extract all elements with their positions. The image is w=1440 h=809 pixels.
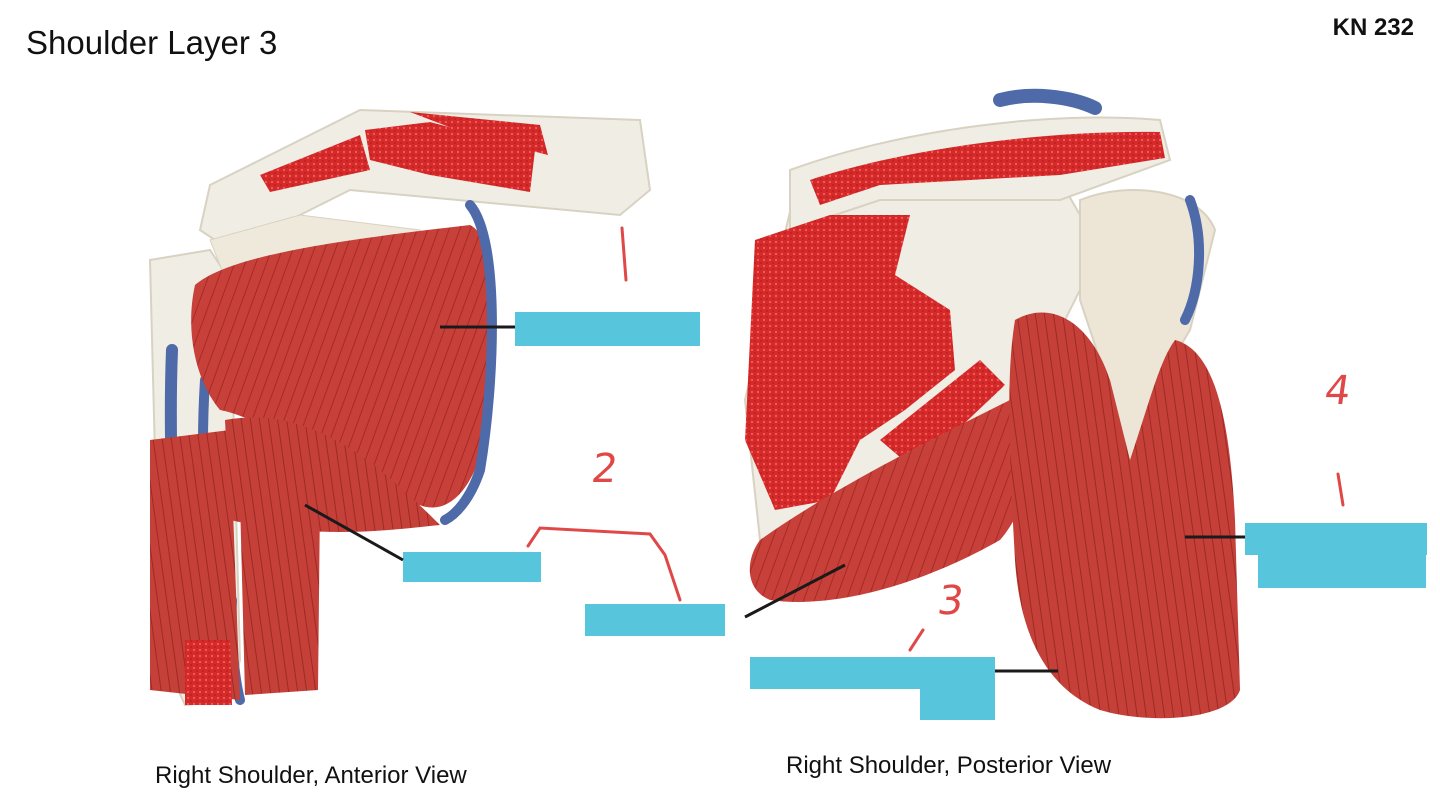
clavicle-cut-3 — [410, 112, 548, 155]
posterior-view-model — [743, 88, 1240, 719]
label-box-4b — [920, 684, 995, 720]
page-title: Shoulder Layer 3 — [26, 24, 278, 61]
label-box-2 — [403, 552, 541, 582]
leader-line-2 — [304, 503, 404, 562]
label-box-5b — [1258, 552, 1426, 588]
label-box-4a — [750, 657, 995, 689]
cut-strip-oblique — [880, 360, 1005, 470]
vessel-blue-humerus — [1180, 195, 1205, 325]
caption-anterior-view: Right Shoulder, Anterior View — [155, 762, 467, 789]
handwritten-marks — [526, 226, 1345, 652]
label-box-5a — [1245, 523, 1427, 555]
vessel-blue-top — [993, 88, 1102, 115]
label-box-3 — [585, 604, 725, 636]
caption-posterior-view: Right Shoulder, Posterior View — [786, 752, 1112, 779]
cut-red-bottom — [185, 640, 232, 705]
teres-major-posterior — [749, 400, 1030, 602]
tick-mark-3 — [908, 628, 925, 652]
subscapularis-muscle — [191, 225, 493, 508]
clavicle-cut-1 — [260, 135, 370, 192]
anterior-view-model — [148, 108, 652, 707]
label-box-1 — [515, 312, 700, 346]
triceps-long-head — [1009, 312, 1240, 719]
label-boxes — [403, 312, 1427, 720]
course-code: KN 232 — [1332, 14, 1414, 41]
spine-cut — [810, 131, 1165, 205]
arm-muscle-left — [150, 430, 240, 700]
leader-line-3 — [744, 563, 846, 619]
vessel-blue-right-edge — [440, 200, 497, 525]
arm-muscle-left-b — [240, 500, 320, 695]
tick-mark-1 — [620, 226, 628, 282]
leader-lines — [304, 325, 1245, 673]
infraspinatus-cut-area — [745, 215, 955, 510]
teres-major-muscle — [225, 417, 440, 532]
bracket-2 — [526, 526, 682, 602]
tick-mark-4 — [1336, 472, 1345, 507]
